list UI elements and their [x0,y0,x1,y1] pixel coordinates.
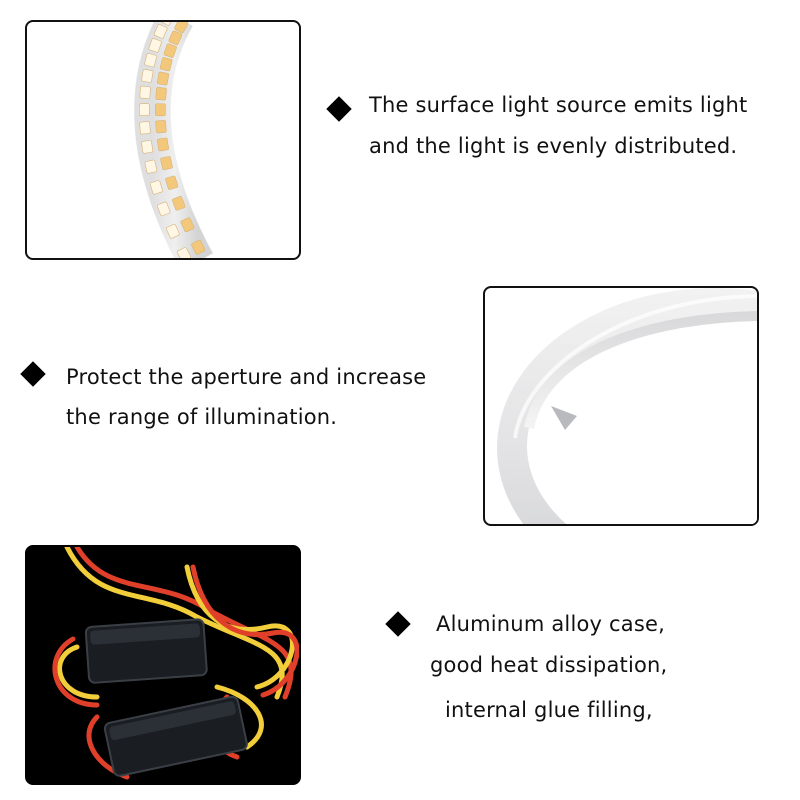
led-chip [149,180,163,195]
feature-3-line-2: good heat dissipation, [430,653,668,677]
led-chip [157,201,171,217]
led-chip [155,87,167,101]
bullet-diamond-icon [385,611,411,637]
led-chip [144,53,157,68]
silicone-ring-photo [483,286,759,526]
led-chip [155,103,166,117]
led-chip [166,223,180,239]
led-chip [148,38,162,53]
feature-3-line-3: internal glue filling, [445,698,653,722]
led-chip [155,120,167,134]
led-chip [157,71,170,86]
feature-3-line-1: Aluminum alloy case, [436,612,665,636]
led-chip [165,175,179,190]
led-chip [159,57,173,72]
led-chip [174,22,189,34]
feature-1-line-1: The surface light source emits light [369,93,748,117]
led-chip [177,247,191,258]
led-chip [139,121,151,135]
silicone-ring-cover-icon [497,288,757,524]
led-chip [180,217,195,233]
led-chip [160,22,175,26]
led-chip [153,24,168,39]
led-chip [172,196,186,211]
feature-1-line-2: and the light is evenly distributed. [369,134,738,158]
driver-control-box-icon [27,547,299,783]
led-chip [144,159,158,174]
led-chip [160,156,173,171]
bullet-diamond-icon [326,96,352,122]
led-chip [141,140,154,154]
feature-2-line-2: the range of illumination. [66,405,338,429]
led-strip-photo [25,20,301,260]
feature-2-line-1: Protect the aperture and increase [66,365,427,389]
led-chip [139,85,151,99]
led-chip [139,103,150,117]
led-chip [168,30,183,46]
driver-box-photo [25,545,301,785]
led-chip [141,69,154,83]
led-chip [163,43,177,58]
bullet-diamond-icon [20,361,46,387]
led-chip [157,137,169,152]
led-chip [191,239,206,255]
led-strip-ring-icon [133,22,214,258]
